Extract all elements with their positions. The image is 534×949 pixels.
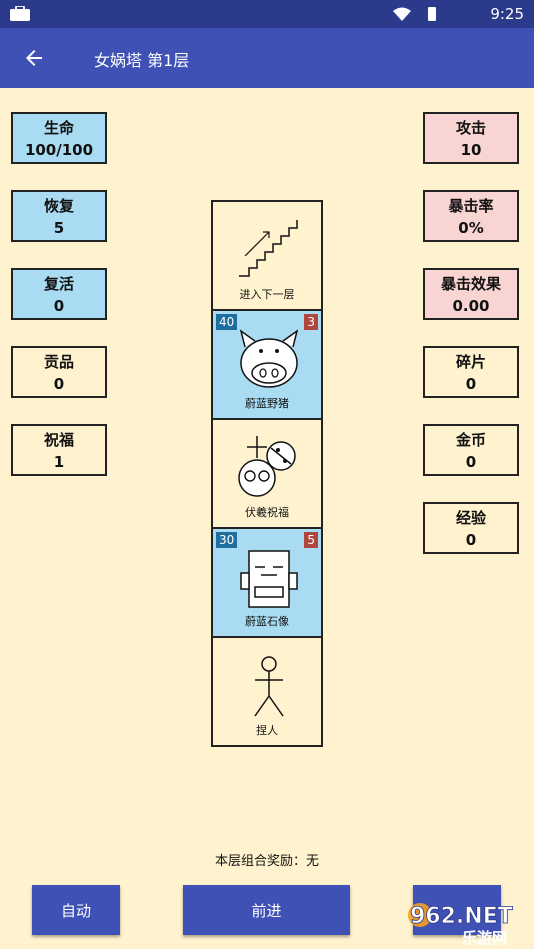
clock: 9:25 xyxy=(490,5,524,23)
wifi-icon xyxy=(393,7,411,21)
stat-gold: 金币 0 xyxy=(423,424,519,476)
stat-value: 10 xyxy=(460,141,482,159)
stat-value: 1 xyxy=(53,453,65,471)
site-watermark-logo: 962.NET 乐游网 xyxy=(408,903,513,947)
auto-button[interactable]: 自动 xyxy=(32,885,120,935)
stat-label: 恢复 xyxy=(43,197,74,215)
stat-blessing: 祝福 1 xyxy=(11,424,107,476)
page-title: 女娲塔 第1层 xyxy=(94,51,190,70)
back-arrow-icon[interactable] xyxy=(22,46,46,70)
tower-cell-enemy-boar[interactable]: 40 3 蔚蓝野猪 xyxy=(211,309,323,420)
enemy-attack-badge: 5 xyxy=(304,532,318,548)
boar-icon xyxy=(239,329,299,388)
stat-label: 攻击 xyxy=(455,119,486,137)
tower-column: 进入下一层 40 3 蔚蓝野猪 伏羲祝福 xyxy=(211,200,323,747)
stat-offering: 贡品 0 xyxy=(11,346,107,398)
stat-label: 碎片 xyxy=(455,353,486,371)
stat-label: 金币 xyxy=(455,431,486,449)
app-toolbar: 女娲塔 第1层 xyxy=(0,28,534,88)
svg-text:962.NET: 962.NET xyxy=(410,904,513,929)
cell-name: 蔚蓝石像 xyxy=(245,615,289,628)
stat-hp: 生命 100/100 xyxy=(11,112,107,164)
stat-label: 复活 xyxy=(43,275,74,293)
stat-crit-rate: 暴击率 0% xyxy=(423,190,519,242)
battery-icon xyxy=(428,7,436,21)
stat-attack: 攻击 10 xyxy=(423,112,519,164)
stat-value: 0 xyxy=(53,375,65,393)
stat-value: 100/100 xyxy=(24,141,94,159)
stick-figure-icon xyxy=(254,656,284,717)
stat-label: 生命 xyxy=(43,119,74,137)
stat-value: 0.00 xyxy=(452,297,490,315)
stat-revive: 复活 0 xyxy=(11,268,107,320)
stat-regen: 恢复 5 xyxy=(11,190,107,242)
svg-text:乐游网: 乐游网 xyxy=(462,929,507,947)
stat-value: 0 xyxy=(465,453,477,471)
advance-button[interactable]: 前进 xyxy=(183,885,350,935)
combo-reward-text: 本层组合奖励：无 xyxy=(214,854,319,869)
stat-label: 祝福 xyxy=(43,431,74,449)
tower-cell-exit[interactable]: 进入下一层 xyxy=(211,200,323,311)
stairs-icon xyxy=(239,220,298,277)
cell-name: 捏人 xyxy=(256,724,278,737)
enemy-attack-badge: 3 xyxy=(304,314,318,330)
blessing-icon xyxy=(238,436,296,497)
stat-value: 0 xyxy=(53,297,65,315)
enemy-hp-badge: 30 xyxy=(216,532,238,548)
briefcase-icon xyxy=(10,6,30,21)
tower-cell-player[interactable]: 捏人 xyxy=(211,636,323,747)
system-icons xyxy=(393,7,436,21)
status-bar: 9:25 xyxy=(0,0,534,28)
stat-shards: 碎片 0 xyxy=(423,346,519,398)
stat-label: 贡品 xyxy=(43,353,74,371)
stat-value: 0 xyxy=(465,375,477,393)
stat-label: 经验 xyxy=(455,509,486,527)
cell-name: 蔚蓝野猪 xyxy=(245,397,289,410)
cell-name: 进入下一层 xyxy=(239,288,295,301)
stat-crit-effect: 暴击效果 0.00 xyxy=(423,268,519,320)
stat-exp: 经验 0 xyxy=(423,502,519,554)
tower-cell-enemy-statue[interactable]: 30 5 蔚蓝石像 xyxy=(211,527,323,638)
stat-value: 0 xyxy=(465,531,477,549)
cell-name: 伏羲祝福 xyxy=(245,506,289,519)
tower-cell-blessing[interactable]: 伏羲祝福 xyxy=(211,418,323,529)
stat-label: 暴击效果 xyxy=(440,275,501,293)
enemy-hp-badge: 40 xyxy=(216,314,238,330)
stat-label: 暴击率 xyxy=(448,197,494,215)
statue-icon xyxy=(240,550,298,608)
stat-value: 0% xyxy=(458,219,484,237)
stat-value: 5 xyxy=(53,219,65,237)
